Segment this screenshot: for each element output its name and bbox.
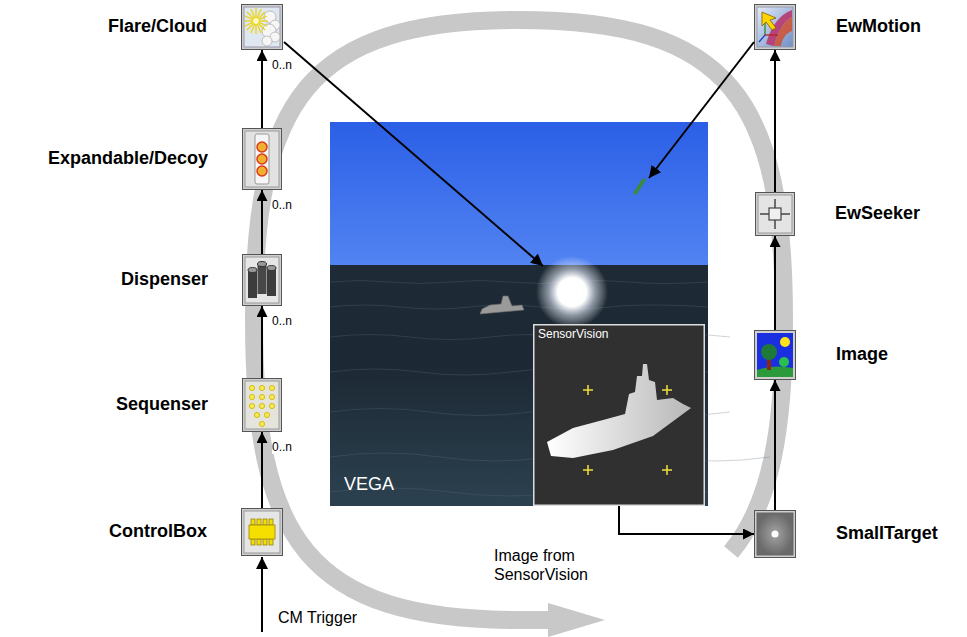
pointer-arrows: [262, 42, 754, 632]
vega-scene: [330, 122, 770, 506]
edge-caption: Image from SensorVision: [494, 546, 629, 584]
flow-arrow: [619, 506, 754, 534]
cycle-ring: [254, 20, 784, 637]
sequencer-icon: [243, 379, 282, 432]
controlbox-icon: [242, 509, 283, 556]
component-label: Sequenser: [116, 394, 208, 416]
icon-box: Dispenser: [242, 254, 282, 306]
flow-arrow: [774, 380, 776, 510]
multiplicity-label: 0..n: [272, 58, 292, 72]
decoy-icon: [243, 129, 282, 190]
flow-arrow: [261, 50, 263, 128]
component-label: Flare/Cloud: [108, 16, 207, 38]
icon-box: Sequenser: [242, 378, 282, 432]
flow-arrow: [774, 50, 776, 192]
component-label: EwMotion: [836, 16, 921, 38]
icon-box: Image: [754, 330, 796, 380]
trigger-label: CM Trigger: [278, 608, 357, 627]
sensor-view: [534, 325, 705, 506]
multiplicity-label: 0..n: [272, 440, 292, 454]
panel-label: VEGA: [344, 474, 394, 496]
component-label: SmallTarget: [836, 523, 938, 545]
component-label: Image: [836, 344, 888, 366]
flow-arrow: [774, 236, 776, 330]
ewmotion-icon: [755, 5, 796, 50]
component-label: Expandable/Decoy: [48, 148, 208, 170]
icon-box: EwMotion: [754, 4, 796, 50]
scene-panel: VEGA SensorVision: [330, 122, 708, 506]
multiplicity-label: 0..n: [272, 198, 292, 212]
ewseeker-icon: [756, 193, 795, 236]
panel-label: SensorVision: [538, 327, 609, 341]
flow-arrow: [261, 306, 263, 378]
icon-box: ControlBox: [241, 508, 283, 556]
multiplicity-label: 0..n: [272, 314, 292, 328]
dispenser-icon: [243, 255, 282, 306]
component-label: Dispenser: [121, 269, 208, 291]
flow-arrow: [261, 432, 263, 508]
component-label: EwSeeker: [835, 203, 920, 225]
icon-box: SmallTarget: [754, 510, 796, 558]
flow-arrow: [261, 190, 263, 254]
smalltarget-icon: [755, 511, 796, 558]
inset-panel: SensorVision: [533, 324, 705, 506]
icon-box: Flare/Cloud: [241, 4, 283, 50]
flare-icon: [242, 5, 283, 50]
icon-box: EwSeeker: [755, 192, 795, 236]
icon-box: Expandable/Decoy: [242, 128, 282, 190]
image-icon: [755, 331, 796, 380]
component-label: ControlBox: [109, 521, 207, 543]
